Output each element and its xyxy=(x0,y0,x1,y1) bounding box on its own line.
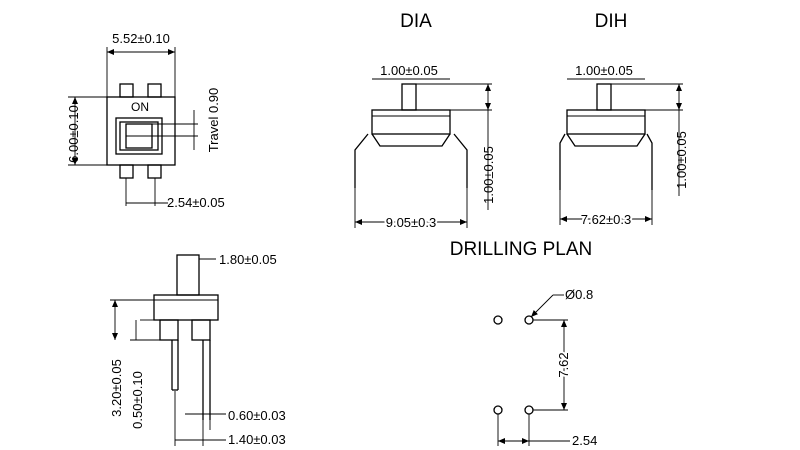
top-pitch-dim: 2.54±0.05 xyxy=(167,195,225,210)
drill-hole-1 xyxy=(493,315,503,325)
side-actuator xyxy=(176,254,200,296)
dia-span-dim: 9.05±0.3 xyxy=(386,215,437,230)
hole-vertical-dim: 7.62 xyxy=(556,352,571,377)
bottom-terminal-2 xyxy=(147,164,162,179)
side-view: 1.80±0.05 3.20±0.05 0.50±0.10 0.60±0.03 … xyxy=(109,252,286,447)
drill-hole-2 xyxy=(524,315,534,325)
dih-body xyxy=(566,109,646,135)
dia-title: DIA xyxy=(400,11,432,32)
travel-dim: Travel 0.90 xyxy=(206,88,221,153)
dih-title: DIH xyxy=(595,11,628,32)
side-pin-width-dim: 0.60±0.03 xyxy=(228,408,286,423)
top-view-body xyxy=(106,96,176,166)
dih-span-dim: 7.62±0.3 xyxy=(581,212,632,227)
side-offset-dim: 0.50±0.10 xyxy=(130,371,145,429)
dih-actuator xyxy=(596,83,612,111)
dih-lead-height-dim: 1.00±0.05 xyxy=(674,131,689,189)
top-width-dim: 5.52±0.10 xyxy=(112,31,170,46)
top-view: ON 5.52±0.10 6.00±0.10 Travel 0.90 2.54±… xyxy=(66,31,225,210)
dih-actuator-dim: 1.00±0.05 xyxy=(575,63,633,78)
on-label: ON xyxy=(131,100,149,114)
dia-body xyxy=(371,109,451,135)
drilling-plan-title: DRILLING PLAN xyxy=(450,239,593,260)
hole-diameter-dim: Ø0.8 xyxy=(565,287,593,302)
drill-hole-4 xyxy=(524,405,534,415)
hole-horizontal-dim: 2.54 xyxy=(572,433,597,448)
dia-actuator xyxy=(401,83,417,111)
top-height-dim: 6.00±0.10 xyxy=(66,105,81,163)
dih-view: DIH 1.00±0.05 1.00±0.05 7.62±0.3 xyxy=(559,11,689,229)
dia-view: DIA 1.00±0.05 1.00±0.05 9.05±0.3 xyxy=(354,11,496,232)
bottom-terminal-1 xyxy=(119,164,134,179)
side-height-dim: 3.20±0.05 xyxy=(109,359,124,417)
side-pin-base-2 xyxy=(191,319,211,341)
top-terminal-2 xyxy=(147,83,162,98)
side-pin-base-1 xyxy=(159,319,179,341)
side-actuator-dim: 1.80±0.05 xyxy=(219,252,277,267)
drilling-plan: DRILLING PLAN Ø0.8 7.62 2.54 xyxy=(450,239,598,448)
side-body xyxy=(153,294,219,321)
drill-hole-3 xyxy=(493,405,503,415)
side-pin-pitch-dim: 1.40±0.03 xyxy=(228,432,286,447)
top-terminal-1 xyxy=(119,83,134,98)
dia-actuator-dim: 1.00±0.05 xyxy=(380,63,438,78)
dia-lead-height-dim: 1.00±0.05 xyxy=(481,146,496,204)
